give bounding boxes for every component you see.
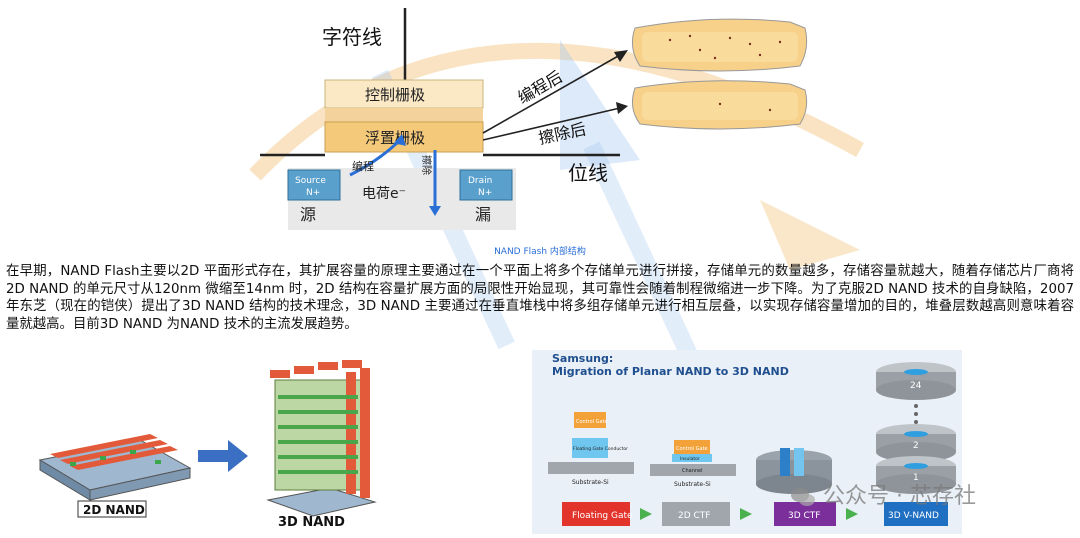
floating-gate <box>324 121 484 153</box>
charge-label: 电荷e⁻ <box>362 186 406 202</box>
after-erase-label: 擦除后 <box>537 119 588 148</box>
word-line-label: 字符线 <box>322 25 382 49</box>
layer-1-label: 1 <box>913 473 919 483</box>
stage-floating-gate: Floating Gate <box>572 511 633 521</box>
source-region <box>287 169 341 201</box>
cell1-floating-gate: Floating Gate Conductor <box>573 446 628 452</box>
article-paragraph: 在早期，NAND Flash主要以2D 平面形式存在，其扩展容量的原理主要通过在… <box>6 264 1074 332</box>
drain-cn-label: 漏 <box>475 205 491 224</box>
drain-label: Drain <box>468 176 492 186</box>
stage-2d-ctf: 2D CTF <box>678 511 710 521</box>
cell2-substrate: Substrate-Si <box>674 481 711 488</box>
layer-2-label: 2 <box>913 441 919 451</box>
2d-nand-illustration <box>38 434 192 501</box>
cell2-insulator: Insulator <box>680 456 700 462</box>
3d-nand-illustration <box>266 360 377 517</box>
samsung-title-2: Migration of Planar NAND to 3D NAND <box>552 365 789 378</box>
watermark-account-text: 公众号 · 芯存社 <box>823 484 976 509</box>
samsung-title-1: Samsung: <box>552 352 613 365</box>
stage-3d-ctf: 3D CTF <box>788 511 820 521</box>
drain-nplus: N+ <box>478 188 492 198</box>
label-3d-nand: 3D NAND <box>278 515 345 530</box>
samsung-migration-graphic: Samsung: Migration of Planar NAND to 3D … <box>548 352 948 526</box>
migration-arrow <box>198 440 248 472</box>
label-2d-nand: 2D NAND <box>83 503 145 517</box>
after-program-gate <box>631 18 808 72</box>
layer-24-label: 24 <box>910 381 922 391</box>
program-label: 编程 <box>352 159 374 173</box>
samsung-migration-panel: Samsung: Migration of Planar NAND to 3D … <box>532 350 962 534</box>
figure-caption: NAND Flash 内部结构 <box>494 247 586 257</box>
erase-label: 擦除 <box>420 155 433 175</box>
source-nplus: N+ <box>306 188 320 198</box>
cell2-control-gate: Control Gate <box>676 446 708 452</box>
layer-24: 24 <box>876 362 956 400</box>
source-cn-label: 源 <box>300 205 316 224</box>
control-gate-label: 控制栅极 <box>365 86 425 104</box>
stage-3d-vnand: 3D V-NAND <box>888 511 939 521</box>
bit-line-label: 位线 <box>568 161 608 185</box>
cell1-substrate: Substrate-Si <box>572 479 609 486</box>
cell2-channel: Channel <box>682 468 703 474</box>
watermark-account: 公众号 · 芯存社 <box>790 478 976 510</box>
drain-region <box>459 169 513 201</box>
layer-1: 1 <box>876 456 956 494</box>
control-gate <box>324 79 484 109</box>
planar-vs-3d-figure: 2D NAND 3D NAND <box>38 360 377 530</box>
source-label: Source <box>295 176 326 186</box>
layer-2: 2 <box>876 424 956 462</box>
nand-cell-diagram: 字符线 控制栅极 浮置栅极 位线 Source N+ Drain N+ 电荷e⁻… <box>260 8 808 230</box>
vnand-layer-stack: 24 2 1 <box>876 362 956 494</box>
wechat-icon <box>790 486 816 508</box>
cell1-control-gate: Control Gate <box>576 419 608 425</box>
floating-gate-label: 浮置栅极 <box>365 129 425 147</box>
